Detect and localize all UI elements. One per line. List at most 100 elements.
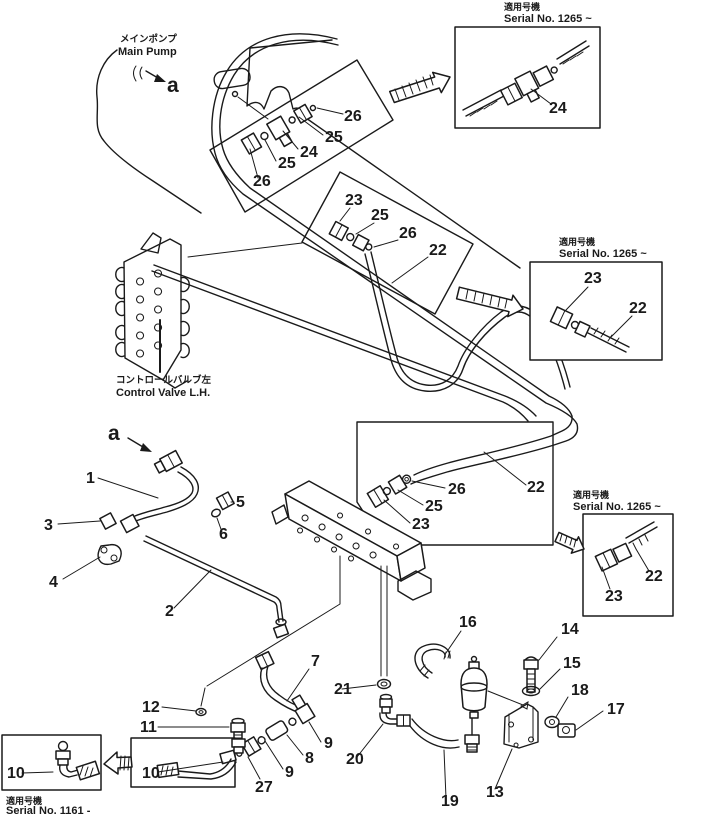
rod-lines [462, 40, 590, 117]
view-a-arrow-line [127, 437, 144, 448]
control-valve-label-jp: コントロールバルブ左 [116, 374, 212, 386]
serial-box-b-serial: Serial No. 1265 ~ [559, 248, 647, 260]
serial-box-d-frame [1, 734, 102, 791]
accumulator-body [460, 667, 488, 712]
callout-25: 25 [278, 155, 296, 172]
valve-top-tab [140, 232, 162, 254]
accumulator [460, 655, 488, 719]
leader-lines [21, 668, 322, 780]
hose-7-line1 [259, 667, 301, 714]
fitting-hex [466, 743, 478, 753]
callout-20: 20 [346, 751, 364, 768]
serial-box-low-right: 適用号機 Serial No. 1265 ~ 23 22 [554, 489, 674, 617]
callout-7: 7 [311, 653, 320, 670]
nut-fitting [119, 513, 140, 534]
elbow-4 [97, 543, 122, 566]
serial-box-b-frame [529, 261, 663, 361]
elbow-ring-inner [404, 476, 409, 482]
nut-facet-line [557, 310, 566, 326]
valve-body [123, 238, 182, 381]
pump-slot [213, 67, 251, 90]
nut-17 [557, 723, 576, 738]
bracket-13-holes [508, 721, 535, 748]
callout-11: 11 [140, 719, 157, 736]
hose-19-line2 [411, 718, 459, 742]
tube-2-end-nut [272, 623, 290, 639]
manifold-foot [397, 570, 432, 601]
hose-19-end-fitting [464, 716, 480, 753]
hose-10d-line1 [59, 764, 78, 778]
callout-10: 10 [7, 765, 25, 782]
fitting-hex [233, 746, 244, 754]
callout-25: 25 [325, 129, 343, 146]
main-hose-inner [219, 39, 573, 476]
valve-link-line [187, 242, 303, 258]
callout-16: 16 [459, 614, 477, 631]
serial-box-a-serial: Serial No. 1265 ~ [504, 13, 592, 25]
callout-25: 25 [425, 498, 443, 515]
hose-1-inner [134, 471, 194, 517]
left-assembly: a 1 3 4 5 6 2 [44, 422, 290, 639]
hose-10-line1 [177, 758, 232, 775]
ring-washer [550, 66, 558, 74]
callout-22: 22 [629, 300, 647, 317]
ring-washer [288, 116, 296, 124]
callout-24: 24 [300, 144, 318, 161]
ring-12-inner [198, 710, 204, 714]
arrow-hatch [394, 74, 434, 101]
nut-17-body [557, 723, 576, 738]
fitting-21 [376, 678, 392, 690]
callout-5: 5 [236, 494, 245, 511]
callout-15: 15 [563, 655, 581, 672]
arrow-hatch [559, 533, 577, 548]
serial-box-d-jp: 適用号機 [6, 795, 42, 807]
serial-box-c-jp: 適用号機 [573, 489, 609, 501]
ring-washer [346, 232, 355, 242]
hose-16-line2 [421, 648, 446, 674]
nut-facet-line [602, 552, 611, 568]
fitting-hex [57, 758, 69, 766]
leader-lines [601, 548, 650, 590]
valve-left-bosses [115, 266, 125, 358]
tube-band-line1 [153, 264, 537, 417]
leader-lines [565, 286, 633, 339]
valve-bottom-tab [162, 379, 188, 389]
arrow-hatch [465, 288, 508, 309]
nut-facet-line [334, 224, 343, 238]
view-a-arrowhead [140, 443, 152, 452]
fitting-chain-23-25-26 [328, 220, 373, 252]
callout-26: 26 [399, 225, 417, 242]
callout-22: 22 [527, 479, 545, 496]
callout-19: 19 [441, 793, 459, 810]
elbow-ring [401, 474, 412, 484]
fitting-11-hex [230, 722, 246, 733]
serial-box-c-frame [582, 513, 674, 617]
control-valve-label-en: Control Valve L.H. [116, 387, 210, 399]
fitting-chain-8-9-27 [236, 694, 316, 757]
pump-port-hole [231, 90, 239, 98]
callout-23: 23 [584, 270, 602, 287]
nut-facet-line [167, 454, 175, 468]
panel-2-outline [301, 171, 474, 315]
callout-10: 10 [142, 765, 160, 782]
bolt-14-shank [526, 668, 536, 693]
leader-lines [57, 477, 235, 609]
fitting-cap [153, 460, 167, 474]
hose-1-end-elbow [119, 513, 140, 534]
fitting-23-22 [549, 306, 574, 330]
callout-27: 27 [255, 779, 273, 796]
callout-9: 9 [324, 735, 333, 752]
callout-8: 8 [305, 750, 314, 767]
fitting-chain-24-25-26 [240, 103, 317, 155]
spacer-8 [265, 720, 289, 741]
hose-box-frame [356, 421, 554, 546]
elbow-20-bend2 [385, 712, 398, 720]
fitting-chain-22-end [366, 474, 412, 508]
ring-washer [365, 243, 373, 251]
thread-marks [466, 746, 478, 751]
nut-3 [99, 512, 117, 530]
callout-23: 23 [345, 192, 363, 209]
thread-marks [526, 673, 536, 690]
tube-2-line1 [145, 535, 284, 622]
